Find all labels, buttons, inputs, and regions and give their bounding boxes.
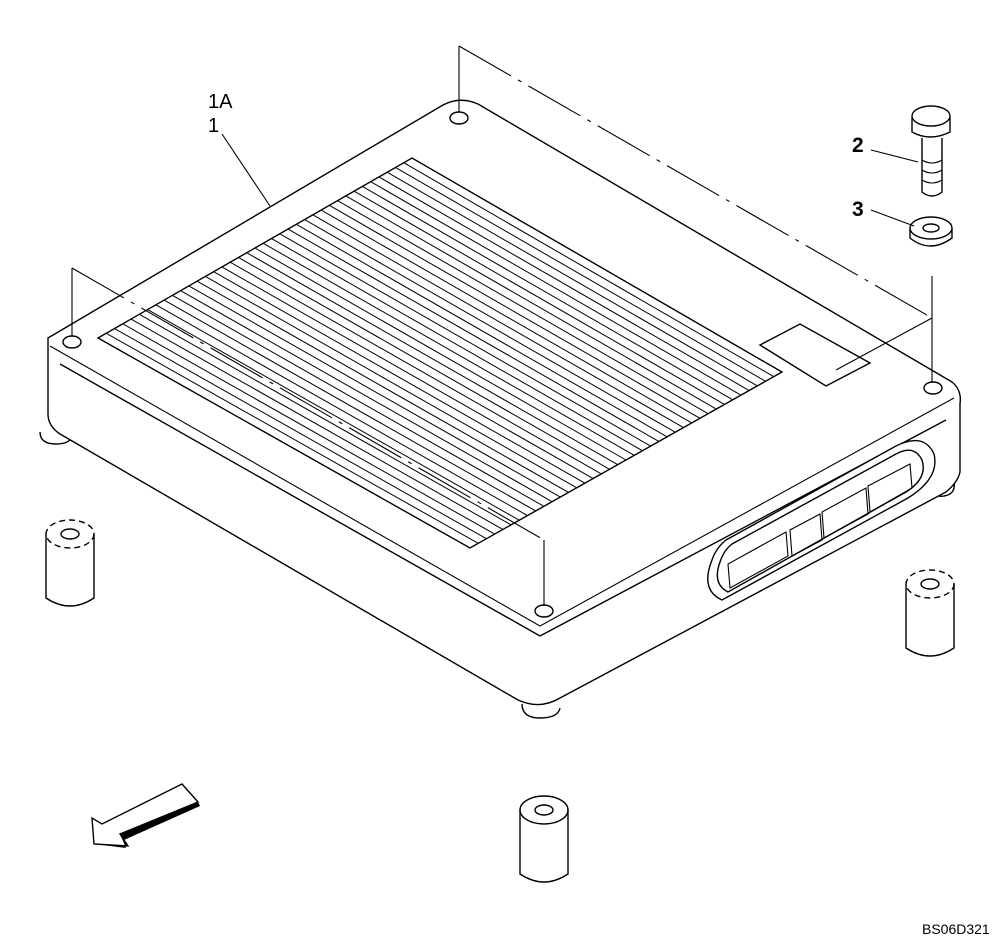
connector-pin-4: [867, 463, 913, 513]
hatch-line: [163, 299, 536, 512]
hatch-line: [320, 209, 692, 424]
label-1: 1: [208, 115, 219, 137]
label-plate: [758, 323, 872, 387]
top-face-rim: [49, 345, 955, 627]
mount-hole-left: [62, 335, 82, 349]
hatch-line: [213, 271, 586, 484]
hatch-line: [353, 190, 725, 405]
hatched-panel-lines: [106, 162, 775, 544]
foot-front: [521, 703, 561, 719]
hatch-line: [246, 252, 619, 466]
hatch-line: [287, 228, 660, 442]
hatch-line: [155, 304, 528, 517]
spacer-right: [905, 569, 955, 657]
mounting-lines: [71, 45, 933, 606]
mount-hole-front: [534, 604, 554, 618]
hatch-line: [403, 162, 775, 378]
hatch-line: [221, 266, 594, 479]
leader-main-unit: [221, 133, 271, 207]
hatch-line: [180, 290, 553, 503]
connector-pin-3: [821, 487, 869, 539]
hatch-line: [263, 242, 635, 456]
bolt-part: [870, 105, 951, 197]
hatch-line: [238, 257, 610, 470]
label-3: 3: [852, 198, 864, 221]
hatch-line: [205, 275, 577, 489]
hatch-line: [139, 313, 512, 526]
hatch-line: [188, 285, 561, 498]
controller-outline: [47, 99, 962, 706]
hatch-line: [122, 323, 495, 535]
controller-unit: [39, 99, 962, 719]
hatch-line: [370, 181, 742, 396]
hatch-line: [296, 223, 668, 438]
front-direction-arrow-icon: [91, 783, 200, 848]
hatch-line: [196, 280, 569, 493]
hatch-line: [229, 261, 602, 475]
hatch-line: [337, 200, 709, 415]
hatch-line: [304, 219, 676, 433]
hatch-line: [279, 233, 651, 447]
connector-pin-2: [789, 513, 823, 557]
connector-pin-1: [727, 531, 789, 589]
leader-washer: [870, 209, 915, 227]
hatch-line: [386, 171, 758, 387]
label-1A: 1A: [208, 91, 233, 113]
hatch-line: [312, 214, 684, 429]
hatch-line: [114, 328, 487, 540]
leader-bolt: [870, 149, 919, 163]
spacer-left: [45, 519, 95, 607]
drawing-code: BS06D321: [922, 921, 990, 937]
hatch-line: [106, 332, 479, 544]
hatch-line: [172, 294, 545, 507]
spacer-front: [519, 795, 569, 883]
hatch-line: [345, 195, 717, 410]
top-face-front-edge: [59, 363, 947, 637]
hatch-line: [147, 309, 520, 521]
label-2: 2: [852, 134, 864, 157]
hatch-line: [362, 185, 733, 401]
hatch-line: [130, 318, 504, 530]
connector-housing: [707, 439, 936, 601]
hatched-panel: [96, 157, 784, 549]
hatch-line: [271, 238, 643, 452]
mount-hole-right: [923, 381, 943, 395]
hatch-line: [378, 176, 750, 391]
mount-hole-back: [449, 111, 469, 125]
hatch-line: [254, 247, 627, 461]
hatch-line: [395, 167, 766, 382]
washer-part: [870, 209, 953, 247]
hatch-line: [329, 204, 701, 419]
